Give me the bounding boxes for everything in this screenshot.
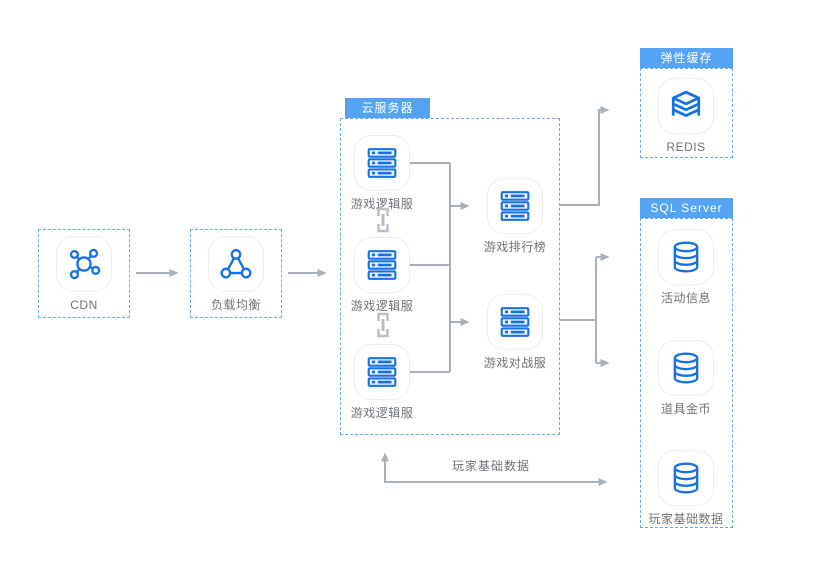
item-gold-db-node: 道具金币 [631, 340, 741, 416]
cdn-icon [56, 235, 112, 292]
game-leaderboard-node: 游戏排行榜 [460, 178, 570, 254]
game-leaderboard-label: 游戏排行榜 [483, 240, 547, 254]
server-rack-icon [487, 294, 543, 350]
activity-info-db-node: 活动信息 [631, 229, 741, 305]
server-rack-icon [487, 178, 543, 234]
redis-label: REDIS [666, 140, 706, 154]
server-rack-icon [354, 135, 410, 191]
item-gold-label: 道具金币 [660, 402, 711, 416]
feedback-edge-label: 玩家基础数据 [451, 459, 530, 473]
cdn-label: CDN [70, 297, 98, 312]
game-logic-server-3: 游戏逻辑服 [327, 344, 437, 420]
server-rack-icon [354, 237, 410, 293]
cdn-node: CDN [38, 229, 130, 318]
player-base-data-label: 玩家基础数据 [648, 512, 724, 526]
load-balancer-node: 负载均衡 [190, 229, 282, 318]
layer-stack-icon [658, 78, 714, 134]
game-logic-server-label: 游戏逻辑服 [350, 299, 414, 313]
load-balancer-icon [208, 235, 264, 292]
game-logic-server-1: 游戏逻辑服 [327, 135, 437, 211]
player-base-data-db-node: 玩家基础数据 [631, 450, 741, 526]
database-cylinder-icon [658, 229, 714, 285]
game-logic-server-2: 游戏逻辑服 [327, 237, 437, 313]
chain-link-icon [376, 207, 390, 233]
load-balancer-label: 负载均衡 [210, 297, 261, 312]
sql-group-tab: SQL Server [640, 198, 733, 218]
game-logic-server-label: 游戏逻辑服 [350, 197, 414, 211]
cache-group-box [640, 68, 733, 158]
cache-group-tab: 弹性缓存 [640, 48, 733, 68]
game-battle-server-label: 游戏对战服 [483, 356, 547, 370]
cloud-group-tab: 云服务器 [345, 98, 430, 118]
database-cylinder-icon [658, 450, 714, 506]
game-logic-server-label: 游戏逻辑服 [350, 406, 414, 420]
database-cylinder-icon [658, 340, 714, 396]
redis-node: REDIS [631, 78, 741, 154]
server-rack-icon [354, 344, 410, 400]
sql-group-box [640, 218, 733, 528]
chain-link-icon [376, 312, 390, 338]
activity-info-label: 活动信息 [660, 291, 711, 305]
game-battle-server-node: 游戏对战服 [460, 294, 570, 370]
cloud-group-box [340, 118, 560, 435]
